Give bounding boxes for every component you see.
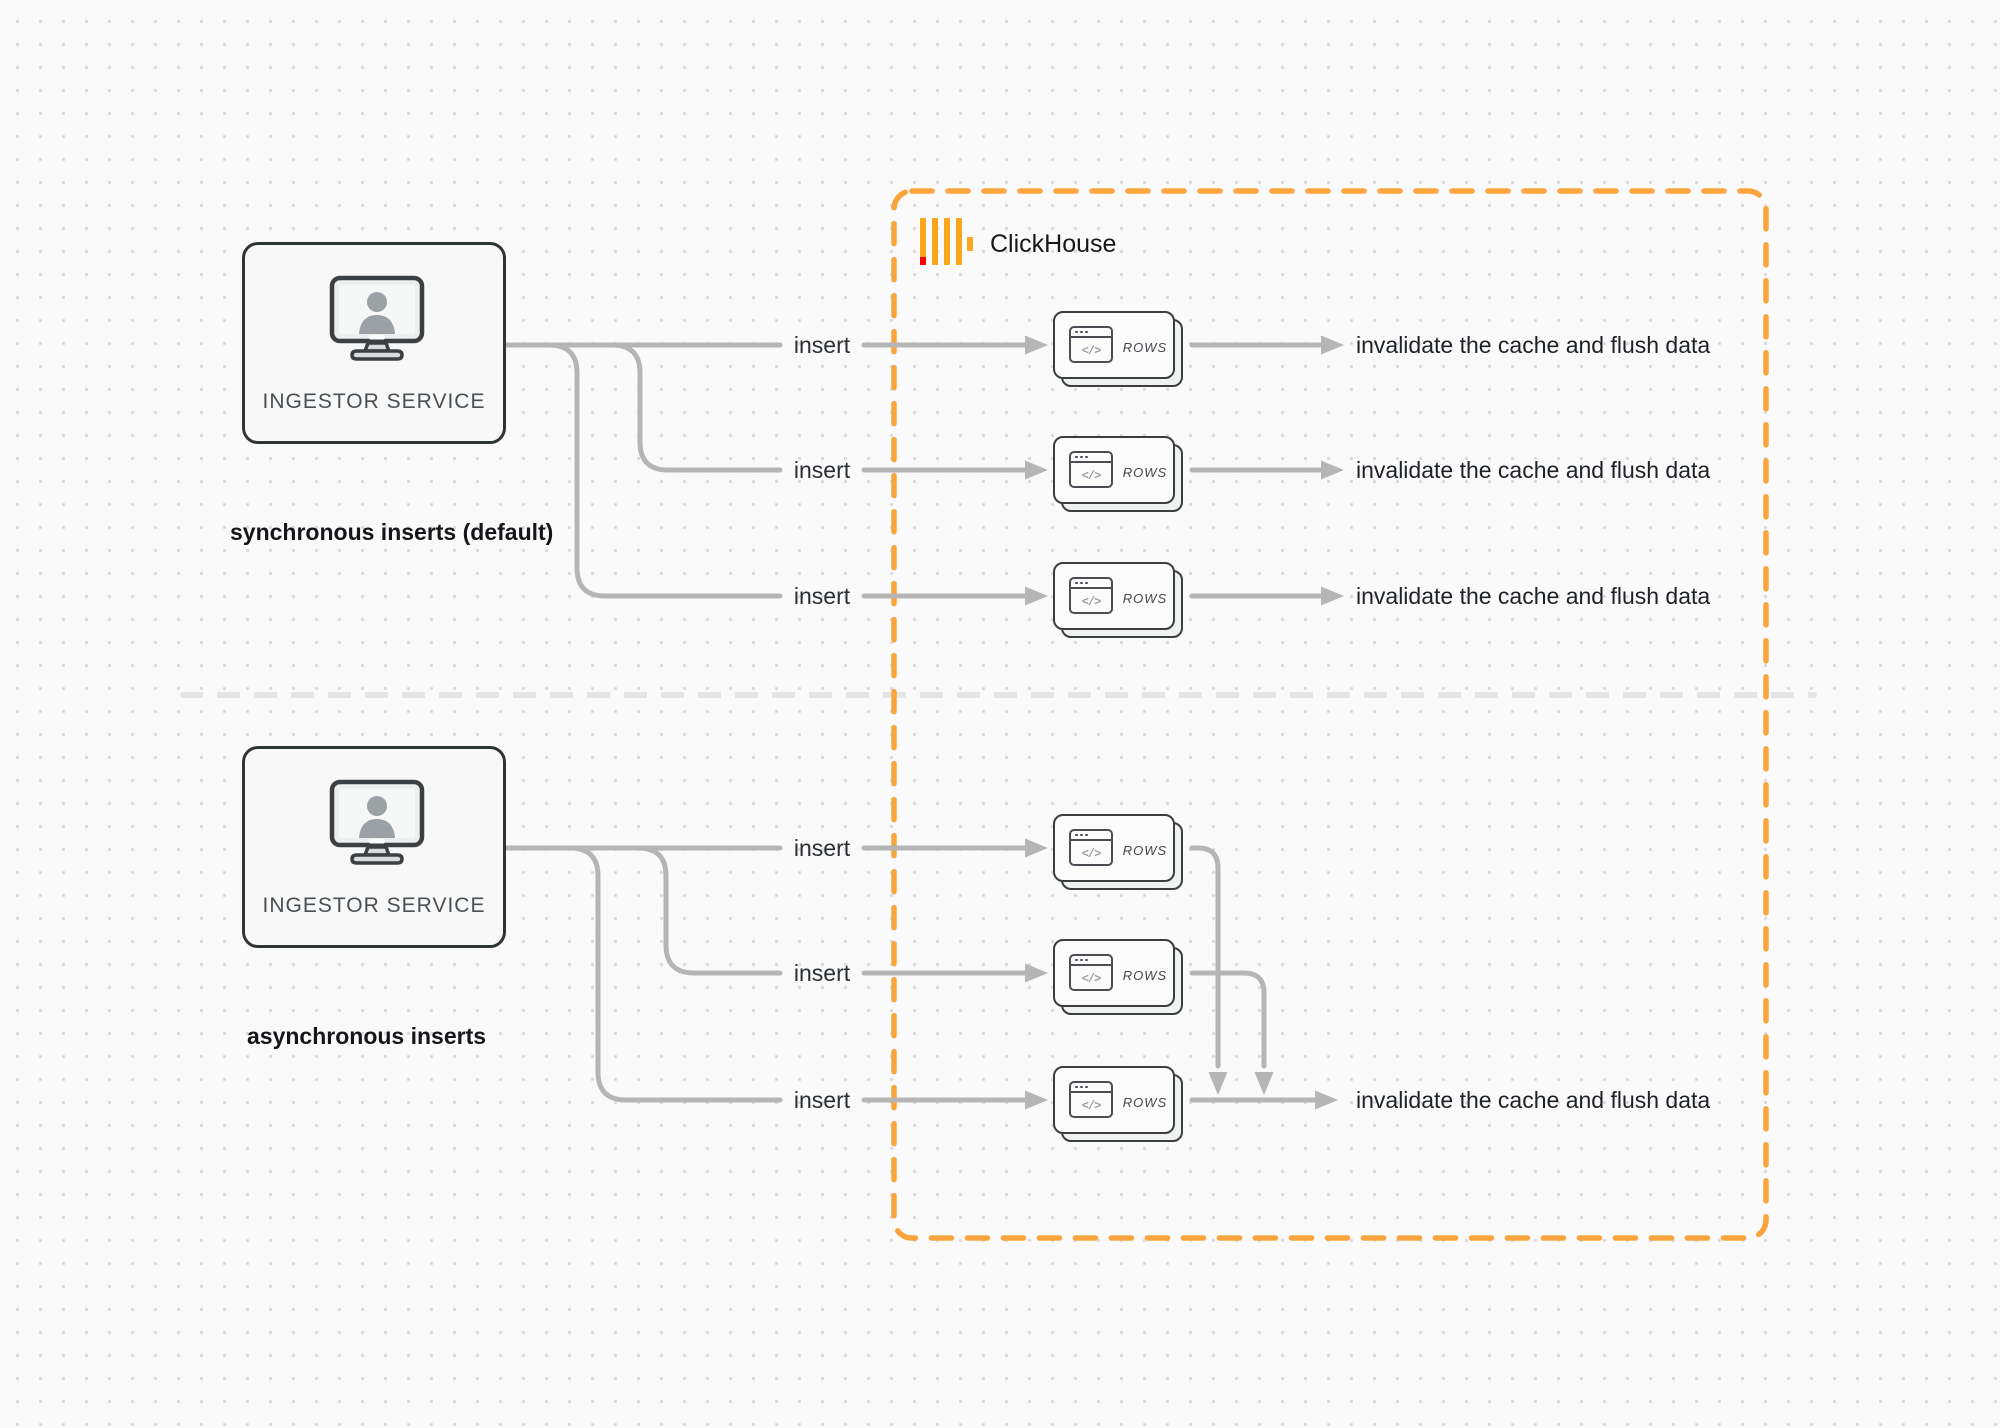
monitor-user-icon [329, 275, 425, 361]
rows-label: ROWS [1122, 590, 1168, 606]
arrowhead-icon [1025, 335, 1048, 355]
connector-line [1189, 970, 1267, 1069]
insert-label: insert [793, 583, 851, 609]
connector-line [567, 845, 783, 1103]
result-label: invalidate the cache and flush data [1356, 583, 1711, 609]
rows-node: </> ROWS [1053, 562, 1184, 639]
arrowhead-icon [1025, 963, 1048, 983]
insert-label: insert [793, 1087, 851, 1113]
insert-label: insert [793, 457, 851, 483]
code-window-icon: </> [1069, 1081, 1113, 1118]
node-card: </> ROWS [1053, 311, 1175, 379]
clickhouse-logo-red-accent [920, 257, 926, 265]
arrowhead-icon [1025, 838, 1048, 858]
rows-label: ROWS [1122, 339, 1168, 355]
arrowhead-icon [1025, 1090, 1048, 1110]
rows-label: ROWS [1122, 1094, 1168, 1110]
rows-label: ROWS [1122, 967, 1168, 983]
result-label: invalidate the cache and flush data [1356, 457, 1711, 483]
rows-label: ROWS [1122, 464, 1168, 480]
connector-line [609, 342, 783, 473]
arrowhead-icon [1321, 335, 1344, 355]
node-card: </> ROWS [1053, 814, 1175, 882]
sync-caption: synchronous inserts (default) [230, 519, 554, 545]
code-window-icon: </> [1069, 451, 1113, 488]
node-card: </> ROWS [1053, 436, 1175, 504]
code-window-icon: </> [1069, 577, 1113, 614]
clickhouse-title: ClickHouse [990, 230, 1117, 258]
code-window-icon: </> [1069, 326, 1113, 363]
arrowhead-icon [1025, 460, 1048, 480]
ingestor-service-label: INGESTOR SERVICE [262, 390, 486, 413]
node-card: </> ROWS [1053, 939, 1175, 1007]
ingestor-service-box-sync: INGESTOR SERVICE [242, 242, 506, 444]
rows-node: </> ROWS [1053, 1066, 1184, 1143]
rows-node: </> ROWS [1053, 939, 1184, 1016]
rows-node: </> ROWS [1053, 436, 1184, 513]
connector-lines [504, 342, 1323, 1103]
node-card: </> ROWS [1053, 1066, 1175, 1134]
node-card: </> ROWS [1053, 562, 1175, 630]
monitor-user-icon [329, 779, 425, 865]
insert-label: insert [793, 960, 851, 986]
insert-label: insert [793, 332, 851, 358]
connector-line [546, 342, 783, 599]
clickhouse-logo-icon [920, 218, 974, 265]
result-label: invalidate the cache and flush data [1356, 1087, 1711, 1113]
rows-label: ROWS [1122, 842, 1168, 858]
arrowhead-icon [1321, 586, 1344, 606]
code-window-icon: </> [1069, 954, 1113, 991]
rows-node: </> ROWS [1053, 814, 1184, 891]
arrowhead-icon [1254, 1072, 1274, 1095]
code-window-icon: </> [1069, 829, 1113, 866]
arrowhead-icon [1025, 586, 1048, 606]
arrowhead-icon [1315, 1090, 1338, 1110]
arrowhead-icon [1321, 460, 1344, 480]
insert-label: insert [793, 835, 851, 861]
ingestor-service-box-async: INGESTOR SERVICE [242, 746, 506, 948]
connector-line [1189, 845, 1221, 1069]
arrowheads [1025, 335, 1344, 1110]
connector-line [635, 845, 783, 976]
rows-node: </> ROWS [1053, 311, 1184, 388]
result-label: invalidate the cache and flush data [1356, 332, 1711, 358]
ingestor-service-label: INGESTOR SERVICE [262, 894, 486, 917]
arrowhead-icon [1208, 1072, 1228, 1095]
async-caption: asynchronous inserts [247, 1023, 487, 1049]
